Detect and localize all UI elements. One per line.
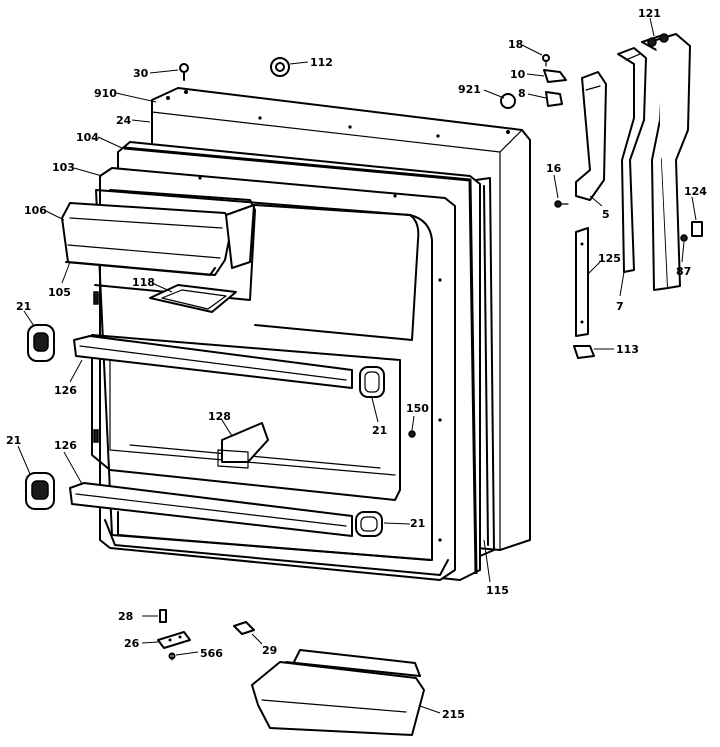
hinge-screw-18 bbox=[542, 54, 550, 67]
screw-hole bbox=[184, 90, 188, 94]
pin-28 bbox=[159, 609, 167, 623]
cap-29 bbox=[233, 621, 255, 635]
callout-921: 921 bbox=[458, 83, 481, 96]
shelf-end-cap-loose-lower bbox=[25, 472, 55, 510]
door-bottom-lip bbox=[104, 511, 449, 576]
callout-21-right-lower: 21 bbox=[410, 517, 425, 530]
door-divider bbox=[217, 422, 269, 469]
outer-panel-edge bbox=[151, 99, 523, 551]
screw-hole bbox=[438, 538, 442, 542]
callout-121: 121 bbox=[638, 7, 661, 20]
callout-5: 5 bbox=[602, 208, 610, 221]
callout-118: 118 bbox=[132, 276, 155, 289]
screw-150 bbox=[408, 430, 416, 438]
callout-30: 30 bbox=[133, 67, 149, 80]
callout-104: 104 bbox=[76, 131, 99, 144]
liner-slot bbox=[93, 291, 99, 305]
screw-hole bbox=[348, 125, 352, 129]
callout-16: 16 bbox=[546, 162, 562, 175]
callout-566: 566 bbox=[200, 647, 223, 660]
callout-29: 29 bbox=[262, 644, 277, 657]
lower-compartment-inner bbox=[109, 349, 396, 476]
callout-103: 103 bbox=[52, 161, 75, 174]
shelf-end-cap-right-lower bbox=[355, 511, 383, 537]
door-gasket-104 bbox=[123, 146, 478, 575]
liner-slot bbox=[93, 429, 99, 443]
hinge-cover bbox=[545, 91, 563, 107]
callout-8: 8 bbox=[518, 87, 526, 100]
callout-21-right-upper: 21 bbox=[372, 424, 387, 437]
screw-hole bbox=[438, 418, 442, 422]
callout-126-upper: 126 bbox=[54, 384, 77, 397]
callout-112: 112 bbox=[310, 56, 333, 69]
handle-screw-87 bbox=[680, 234, 688, 242]
hinge-plate-26 bbox=[157, 631, 191, 649]
screw-566 bbox=[168, 652, 176, 661]
leader-lines bbox=[17, 17, 697, 714]
callout-labels: 121 18 30 112 10 921 8 910 24 104 103 16… bbox=[6, 7, 707, 721]
callout-24: 24 bbox=[116, 114, 132, 127]
screw-hole bbox=[393, 194, 397, 198]
handle-cap-124 bbox=[691, 221, 703, 237]
callout-124: 124 bbox=[684, 185, 707, 198]
plug-112 bbox=[270, 57, 290, 77]
callout-106: 106 bbox=[24, 204, 47, 217]
callout-87: 87 bbox=[676, 265, 691, 278]
callout-126-lower: 126 bbox=[54, 439, 77, 452]
callout-125: 125 bbox=[598, 252, 621, 265]
screw-hole bbox=[436, 134, 440, 138]
plug-button-921 bbox=[500, 93, 516, 109]
screw-hole bbox=[506, 130, 510, 134]
hinge-shim bbox=[543, 69, 567, 83]
screw-30 bbox=[179, 63, 189, 81]
screw-hole bbox=[198, 176, 202, 180]
handle-right-121 bbox=[641, 33, 691, 291]
callout-18: 18 bbox=[508, 38, 523, 51]
handle-left-7 bbox=[617, 47, 647, 273]
callout-10: 10 bbox=[510, 68, 526, 81]
callout-910: 910 bbox=[94, 87, 117, 100]
callout-115: 115 bbox=[486, 584, 509, 597]
screw-hole bbox=[166, 96, 170, 100]
upper-shelf-bar bbox=[73, 335, 353, 389]
callout-128: 128 bbox=[208, 410, 231, 423]
callout-26: 26 bbox=[124, 637, 140, 650]
callout-150: 150 bbox=[406, 402, 429, 415]
callout-21-loose-upper: 21 bbox=[16, 300, 31, 313]
screw-hole bbox=[438, 278, 442, 282]
shelf-end-cap-loose-upper bbox=[27, 324, 55, 362]
lower-compartment bbox=[91, 334, 401, 501]
door-gasket-115 bbox=[475, 177, 495, 557]
shelf-end-cap-right-upper bbox=[359, 366, 385, 398]
screw-hole bbox=[258, 116, 262, 120]
upper-hinge-bracket bbox=[575, 71, 607, 201]
callout-28: 28 bbox=[118, 610, 133, 623]
callout-105: 105 bbox=[48, 286, 71, 299]
callout-7: 7 bbox=[616, 300, 624, 313]
callout-215: 215 bbox=[442, 708, 465, 721]
stop-113 bbox=[573, 345, 595, 359]
callout-21-loose-lower: 21 bbox=[6, 434, 21, 447]
callout-113: 113 bbox=[616, 343, 639, 356]
handle-trim-125 bbox=[575, 227, 589, 337]
hinge-screw-16 bbox=[554, 200, 569, 208]
door-bin-215 bbox=[251, 649, 425, 736]
dairy-compartment-door bbox=[61, 202, 255, 276]
